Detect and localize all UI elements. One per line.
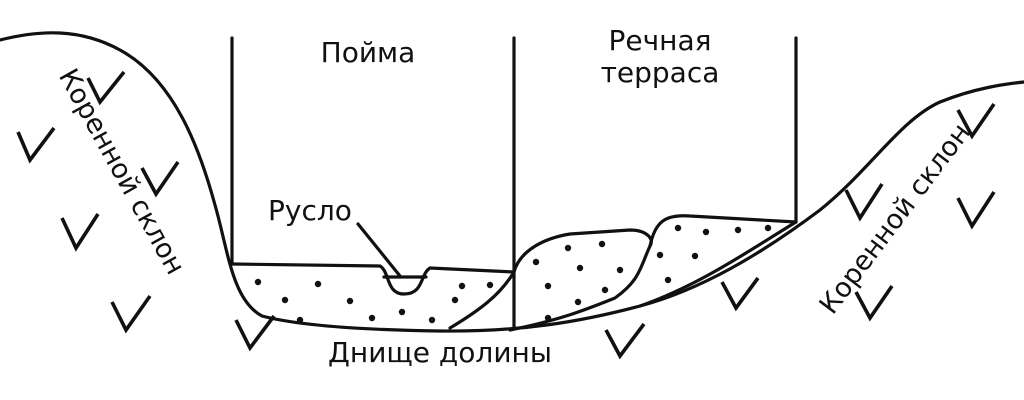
channel-label: Русло xyxy=(268,194,352,227)
terrace-upper-alluvium-dots xyxy=(656,224,772,284)
floodplain-label: Пойма xyxy=(321,36,416,69)
terrace-lower-body-outline xyxy=(508,228,653,332)
floodplain-alluvium-outline xyxy=(230,262,516,330)
terrace-lower-alluvium-dots xyxy=(532,240,624,322)
terrace-label-line2: терраса xyxy=(601,56,720,89)
valley-profile-line xyxy=(0,31,1024,333)
bedrock-slope-right-label: Коренной склон xyxy=(814,118,977,320)
terrace-label-line1: Речная xyxy=(609,24,712,57)
valley-floor-label: Днище долины xyxy=(328,336,552,369)
floodplain-alluvium-dots xyxy=(254,278,494,324)
terrace-upper-body-outline xyxy=(638,214,798,308)
bedrock-symbols xyxy=(16,70,996,360)
channel-leader-line xyxy=(356,222,402,278)
